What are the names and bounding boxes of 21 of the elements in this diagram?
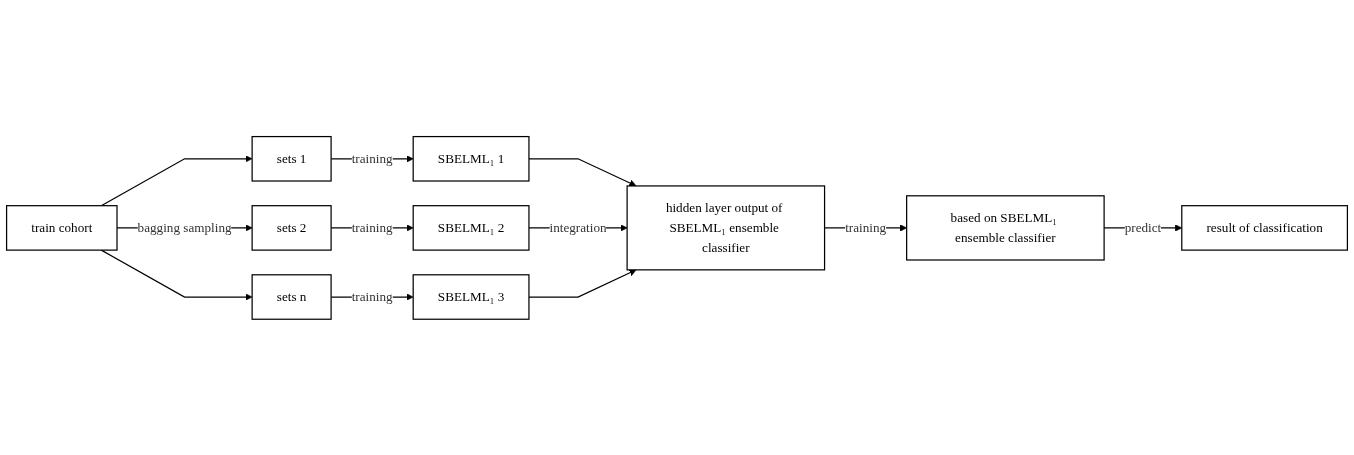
node-box: based on SBELML₁ ensemble classifier [906, 194, 1105, 261]
edge-label: predict [1124, 220, 1162, 235]
edge-label: training [351, 150, 393, 165]
node-box: SBELML₁ 3 [412, 273, 530, 320]
node-box: train cohort [5, 204, 118, 251]
edge-label: training [351, 289, 393, 304]
node-box: SBELML₁ 1 [412, 135, 530, 182]
arrow [100, 154, 253, 206]
node-box: sets 1 [251, 135, 332, 182]
edge-label: training [845, 220, 887, 235]
arrow [100, 249, 253, 301]
node-box: SBELML₁ 2 [412, 204, 530, 251]
edge-label: training [351, 220, 393, 235]
node-box: result of classification [1181, 204, 1349, 251]
arrow [528, 157, 637, 187]
node-box: hidden layer output of SBELML₁ ensemble classifier [626, 184, 826, 271]
node-box: sets n [251, 273, 332, 320]
edge-label: bagging sampling [137, 220, 232, 235]
arrow [528, 268, 637, 298]
edge-label: integration [549, 220, 607, 235]
node-box: sets 2 [251, 204, 332, 251]
